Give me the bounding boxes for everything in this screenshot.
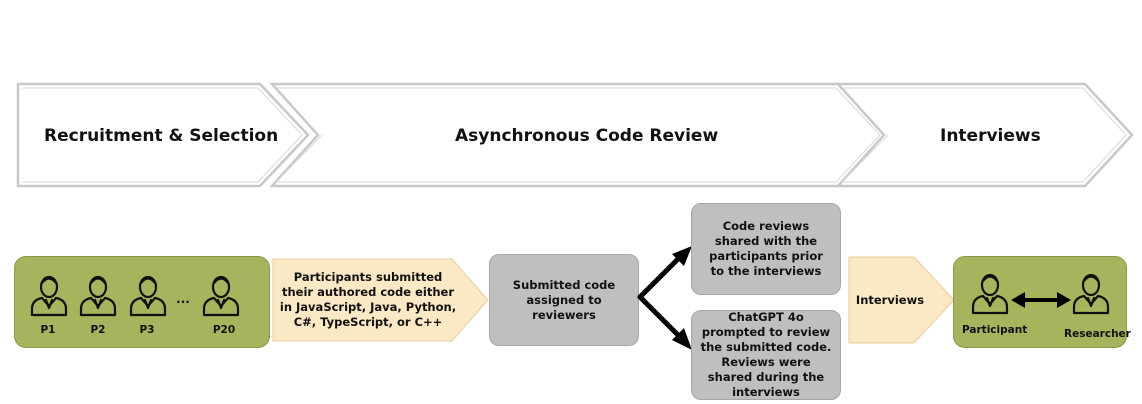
interviews-chevron <box>848 256 955 344</box>
branch-arrows <box>637 246 692 350</box>
assignment-box: Submitted code assigned to reviewers <box>489 254 639 346</box>
role-label-participant: Participant <box>962 324 1028 336</box>
stage-chevron-interviews <box>835 82 1134 188</box>
person-icon <box>971 273 1009 315</box>
person-icon <box>79 275 117 317</box>
interview-roles-icons <box>971 273 1110 315</box>
submission-text: Participants submitted their authored co… <box>279 270 457 329</box>
participant-label-p1: P1 <box>40 324 56 336</box>
chatgpt-text: ChatGPT 4o prompted to review the submit… <box>700 310 832 399</box>
shared-reviews-box: Code reviews shared with the participant… <box>691 203 841 295</box>
participant-label-p20: P20 <box>212 324 236 336</box>
chatgpt-box: ChatGPT 4o prompted to review the submit… <box>691 310 841 400</box>
stage-label-recruitment: Recruitment & Selection <box>44 126 279 146</box>
participant-label-p2: P2 <box>90 324 106 336</box>
stage-label-code-review: Asynchronous Code Review <box>455 126 719 146</box>
submission-chevron <box>272 258 489 342</box>
role-label-researcher: Researcher <box>1064 328 1131 340</box>
participant-label-p3: P3 <box>139 324 155 336</box>
participants-box <box>14 256 270 348</box>
person-icon <box>129 275 167 317</box>
interviews-step-text: Interviews <box>855 292 925 307</box>
shared-reviews-text: Code reviews shared with the participant… <box>709 219 823 278</box>
participant-ellipsis: ... <box>176 292 190 306</box>
stage-chevron-recruitment <box>16 82 310 188</box>
person-icon <box>202 275 240 317</box>
person-icon <box>1072 273 1110 315</box>
person-icon <box>30 275 68 317</box>
stage-label-interviews: Interviews <box>940 126 1041 146</box>
double-arrow-icon <box>1011 292 1071 308</box>
assignment-text: Submitted code assigned to reviewers <box>512 277 616 322</box>
